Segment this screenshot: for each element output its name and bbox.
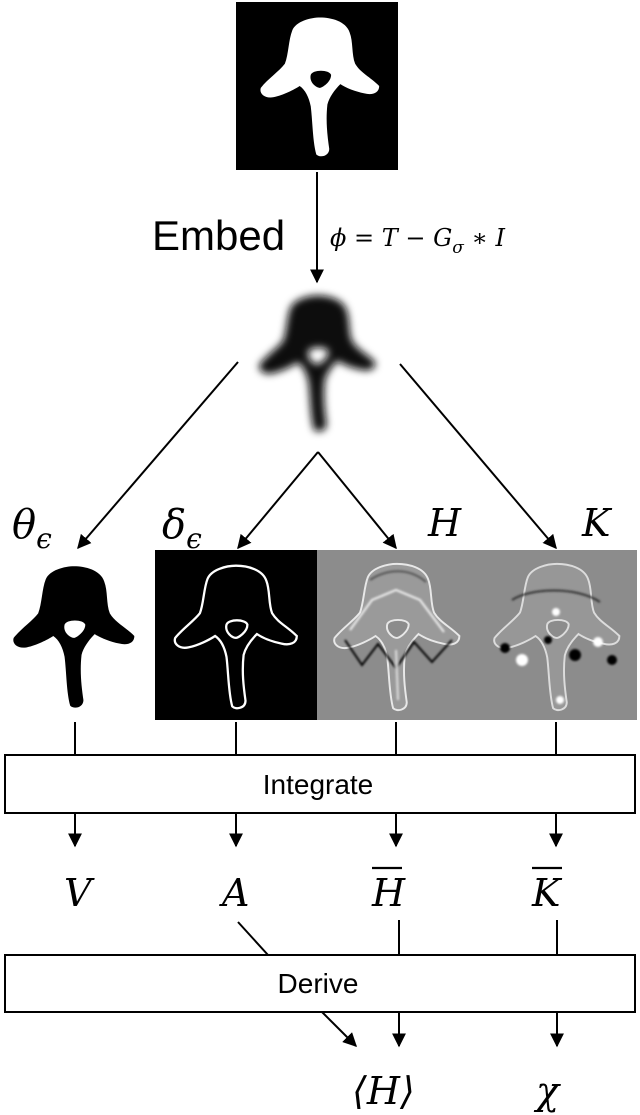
K-label: K bbox=[581, 501, 613, 545]
embed-formula-sub: σ bbox=[452, 238, 464, 258]
theta-label: θϵ bbox=[12, 502, 52, 555]
integrate-label: Integrate bbox=[263, 769, 374, 800]
input-mask-image bbox=[236, 2, 398, 170]
delta-map-image bbox=[155, 550, 317, 720]
theta-sub: ϵ bbox=[36, 522, 52, 555]
K-bar-label: K bbox=[531, 866, 563, 915]
H-map-image bbox=[317, 550, 477, 720]
H-mean-label: ⟨H⟩ bbox=[352, 1069, 415, 1113]
derive-box bbox=[4, 954, 636, 1013]
H-bar-text: H bbox=[371, 871, 406, 915]
theta-main: θ bbox=[12, 502, 36, 548]
K-map-image bbox=[477, 550, 637, 720]
arrow-to-K bbox=[399, 363, 557, 550]
H-bar-label: H bbox=[371, 866, 406, 915]
embed-formula-main: ϕ = T − G bbox=[330, 224, 452, 252]
embed-formula: ϕ = T − Gσ ∗ I bbox=[330, 224, 505, 258]
theta-map-image bbox=[13, 566, 135, 708]
delta-sub: ϵ bbox=[186, 522, 202, 555]
arrow-to-theta bbox=[77, 361, 239, 550]
embed-label: Embed bbox=[152, 212, 285, 259]
line-A-derive bbox=[237, 921, 269, 956]
arrow-to-delta bbox=[237, 451, 319, 550]
integrate-box bbox=[4, 754, 636, 814]
derive-label: Derive bbox=[278, 968, 359, 999]
delta-main: δ bbox=[162, 502, 186, 548]
embedding-image bbox=[259, 295, 376, 432]
embed-formula-tail: ∗ I bbox=[464, 224, 506, 252]
chi-label: χ bbox=[533, 1069, 561, 1113]
V-label: V bbox=[64, 871, 95, 915]
delta-label: δϵ bbox=[162, 502, 202, 555]
arrow-to-H bbox=[317, 451, 397, 550]
H-label: H bbox=[427, 501, 462, 545]
arrow-derive-A-to-Hmean bbox=[321, 1011, 357, 1047]
A-label: A bbox=[219, 871, 249, 915]
K-bar-text: K bbox=[531, 871, 563, 915]
